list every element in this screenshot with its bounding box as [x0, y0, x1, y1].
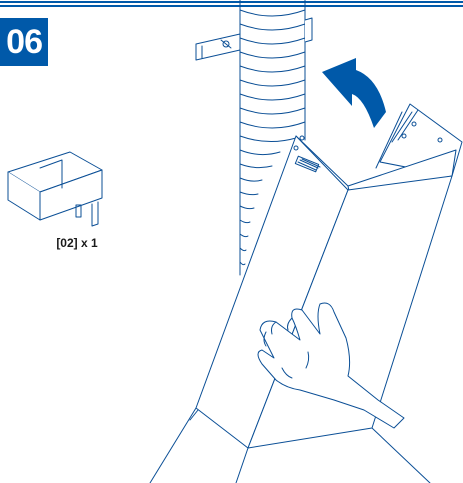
header-rule-lines	[0, 1, 463, 7]
step-number-badge: 06	[0, 18, 48, 66]
rotate-arrow-icon	[322, 58, 386, 128]
hand	[257, 302, 405, 429]
part-quantity-label: [02] x 1	[56, 236, 98, 250]
chimney-cover	[149, 103, 463, 483]
box-part-icon	[7, 151, 103, 227]
header-rule	[0, 0, 463, 8]
wall-bracket	[195, 17, 313, 61]
